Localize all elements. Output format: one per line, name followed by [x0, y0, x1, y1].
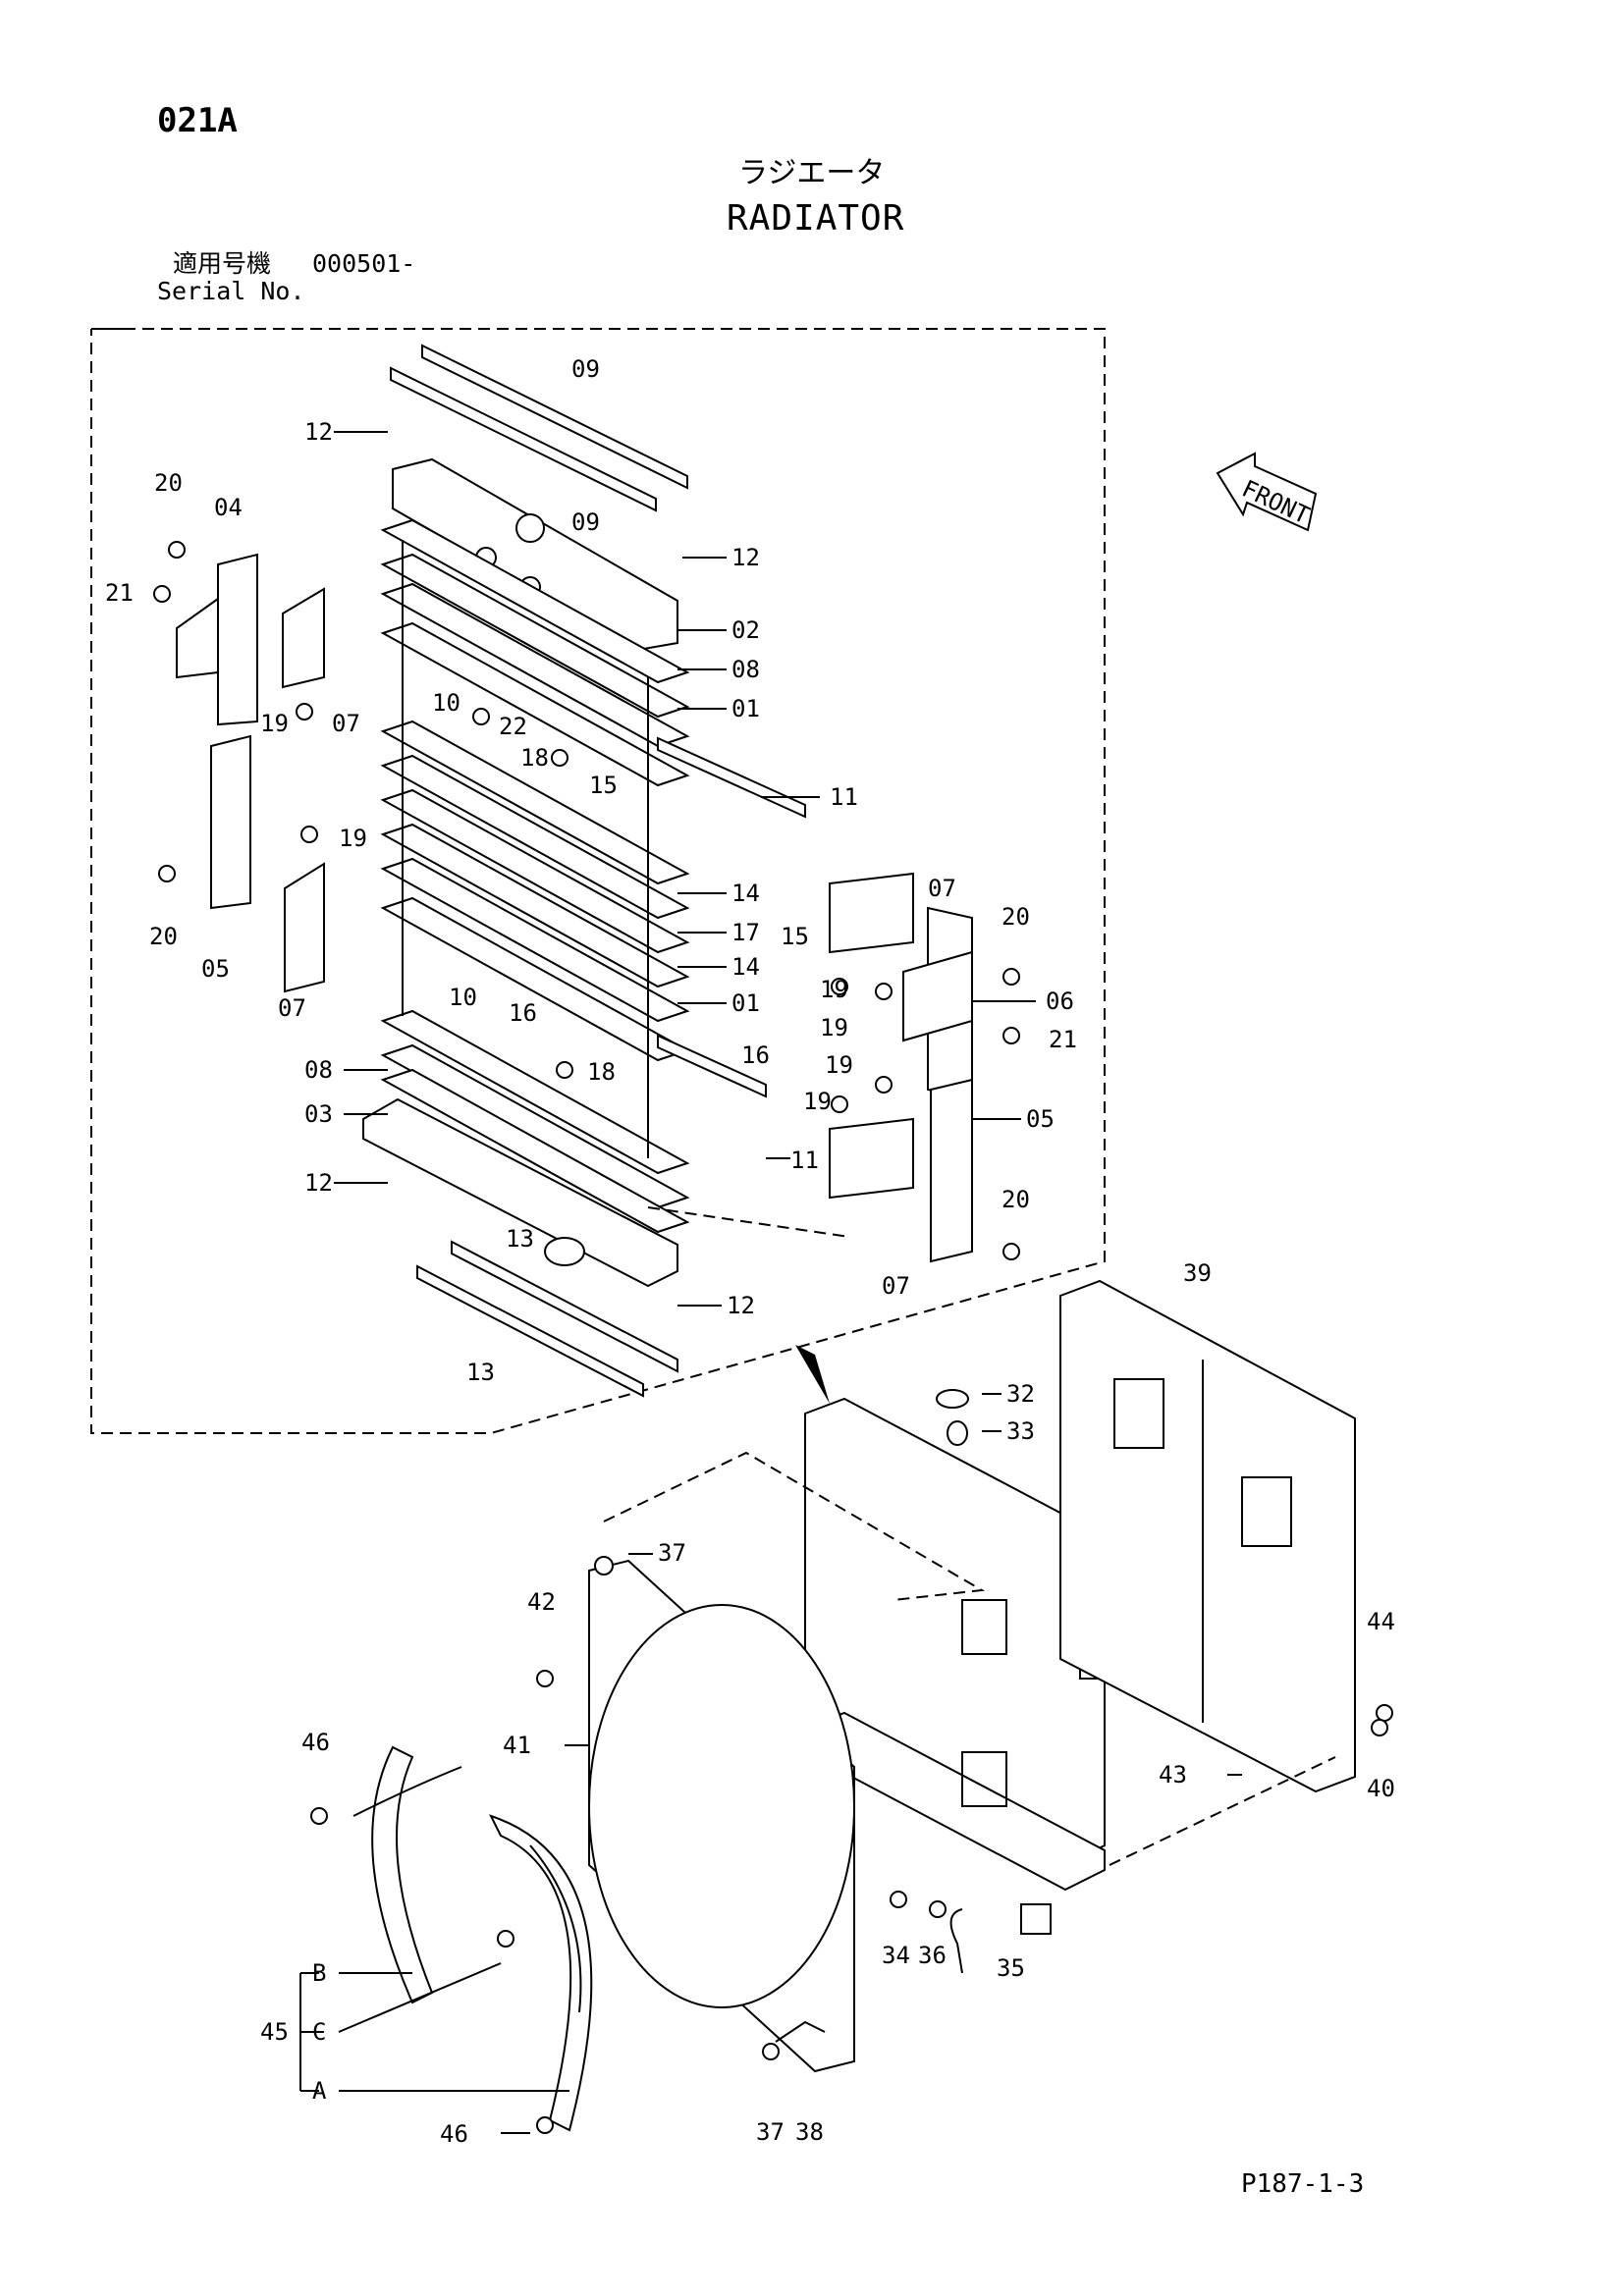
- pipes-and-hoses: [775, 1903, 1052, 2043]
- callout-05: 05: [1026, 1105, 1055, 1133]
- callout-37: 37: [658, 1539, 686, 1567]
- assembly-arrow: [795, 1345, 830, 1404]
- lower-perforated-bars: [416, 1240, 678, 1398]
- page-code: 021A: [157, 101, 238, 140]
- callout-15: 15: [781, 923, 809, 950]
- callout-02: 02: [731, 616, 760, 644]
- lower-tank: [362, 1097, 678, 1288]
- fan-shroud: [588, 1559, 855, 2073]
- callout-34: 34: [882, 1942, 910, 1969]
- callout-45: 45: [260, 2018, 289, 2046]
- fan-guard: [352, 1745, 593, 2132]
- callout-c: C: [312, 2018, 326, 2046]
- callout-20: 20: [1001, 903, 1030, 931]
- callout-32: 32: [1006, 1380, 1035, 1408]
- callout-33: 33: [1006, 1417, 1035, 1445]
- callout-37: 37: [756, 2118, 785, 2146]
- assembly-guides: [603, 1206, 1336, 1866]
- callout-11: 11: [790, 1147, 819, 1174]
- callout-20: 20: [154, 469, 183, 497]
- detail-boundary: [90, 328, 1106, 1434]
- callout-06: 06: [1046, 988, 1074, 1015]
- front-arrow: FRONT: [1216, 452, 1318, 532]
- callout-21: 21: [105, 579, 134, 607]
- callout-19: 19: [820, 1014, 848, 1041]
- callout-13: 13: [466, 1359, 495, 1386]
- callout-12: 12: [731, 544, 760, 571]
- callout-07: 07: [332, 710, 360, 737]
- core-grids: [961, 1599, 1007, 1807]
- callout-17: 17: [731, 919, 760, 946]
- title-japanese: ラジエータ: [738, 156, 886, 190]
- callout-15: 15: [589, 772, 618, 799]
- callout-46: 46: [301, 1729, 330, 1756]
- callout-35: 35: [997, 1954, 1025, 1982]
- callout-04: 04: [214, 494, 243, 521]
- detail-bolts: [153, 541, 1020, 1260]
- callout-36: 36: [918, 1942, 947, 1969]
- callout-a: A: [312, 2077, 327, 2105]
- callout-10: 10: [432, 689, 460, 717]
- callout-18: 18: [520, 744, 549, 772]
- callout-07: 07: [882, 1272, 910, 1300]
- callout-19: 19: [339, 825, 367, 852]
- core-plates: [380, 518, 690, 1234]
- callout-20: 20: [149, 923, 178, 950]
- callout-22: 22: [499, 713, 527, 740]
- page-number: P187-1-3: [1241, 2169, 1365, 2199]
- callout-09: 09: [571, 508, 600, 536]
- lower-fasteners: [310, 1389, 1393, 2134]
- upper-perforated-bars: [390, 344, 688, 512]
- callout-19: 19: [825, 1051, 853, 1079]
- callout-01: 01: [731, 989, 760, 1017]
- callout-07: 07: [928, 875, 956, 902]
- side-bars: [657, 736, 806, 1098]
- callout-10: 10: [449, 984, 477, 1011]
- title-english: RADIATOR: [727, 198, 905, 239]
- callout-38: 38: [795, 2118, 824, 2146]
- callout-16: 16: [741, 1041, 770, 1069]
- serial-label-japanese: 適用号機: [173, 249, 272, 278]
- callout-01: 01: [731, 695, 760, 722]
- callout-42: 42: [527, 1588, 556, 1616]
- right-side-brackets: [829, 872, 973, 1263]
- callout-41: 41: [503, 1732, 531, 1759]
- serial-label-english: Serial No.: [157, 277, 305, 305]
- callout-21: 21: [1049, 1026, 1077, 1053]
- callout-b: B: [312, 1959, 326, 1987]
- callout-20: 20: [1001, 1186, 1030, 1213]
- left-side-brackets: [176, 553, 325, 993]
- callout-19: 19: [803, 1088, 832, 1115]
- callout-07: 07: [278, 994, 306, 1022]
- callout-16: 16: [509, 999, 537, 1027]
- leader-lines: [299, 431, 1242, 2134]
- callout-12: 12: [304, 418, 333, 446]
- callout-05: 05: [201, 955, 230, 983]
- callout-13: 13: [506, 1225, 534, 1253]
- callout-43: 43: [1159, 1761, 1187, 1789]
- callout-11: 11: [830, 783, 858, 811]
- callout-14: 14: [731, 880, 760, 907]
- callout-12: 12: [304, 1169, 333, 1197]
- callout-39: 39: [1183, 1259, 1212, 1287]
- callout-18: 18: [587, 1058, 616, 1086]
- oil-cooler-frame: [1059, 1279, 1356, 1793]
- callout-12: 12: [727, 1292, 755, 1319]
- callout-40: 40: [1367, 1775, 1395, 1802]
- callout-08: 08: [731, 656, 760, 683]
- callout-08: 08: [304, 1056, 333, 1084]
- callout-03: 03: [304, 1100, 333, 1128]
- callout-44: 44: [1367, 1608, 1395, 1635]
- callout-46: 46: [440, 2120, 468, 2148]
- callout-19: 19: [820, 976, 848, 1003]
- callout-09: 09: [571, 355, 600, 383]
- callout-19: 19: [260, 710, 289, 737]
- callout-14: 14: [731, 953, 760, 981]
- serial-value: 000501-: [312, 249, 416, 278]
